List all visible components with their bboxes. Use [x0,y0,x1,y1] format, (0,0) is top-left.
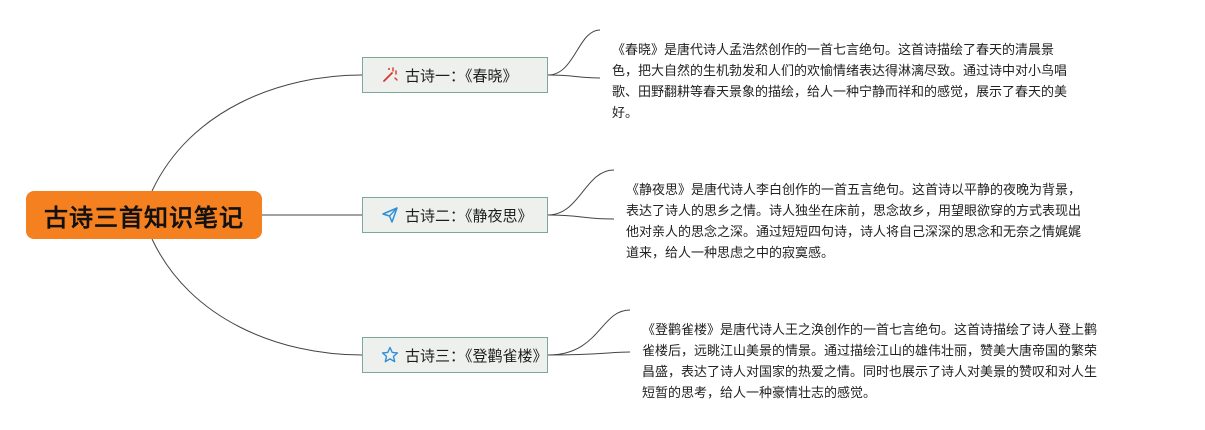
branch-label-2: 古诗二：《静夜思》 [405,206,533,225]
connector-central-branch-3 [151,238,363,356]
sparkle-wand-icon [381,66,399,84]
note-branch-1: 《春晓》是唐代诗人孟浩然创作的一首七言绝句。这首诗描绘了春天的清晨景 色，把大自… [612,43,1068,121]
branch-label-3: 古诗三：《登鹳雀楼》 [405,346,548,365]
connector-branch-3-note [547,309,631,356]
branch-node-2[interactable]: 古诗二：《静夜思》 [362,197,548,233]
branch-node-1[interactable]: 古诗一：《春晓》 [362,57,548,93]
connector-central-branch-1 [151,74,363,192]
note-branch-3: 《登鹳雀楼》是唐代诗人王之涣创作的一首七言绝句。这首诗描绘了诗人登上鹳 雀楼后，… [642,323,1098,401]
branch-label-1: 古诗一：《春晓》 [405,66,518,85]
paper-plane-icon [381,206,399,224]
star-icon [381,346,399,364]
connector-branch-1-note [547,29,601,79]
branch-node-3[interactable]: 古诗三：《登鹳雀楼》 [362,337,548,373]
note-branch-2: 《静夜思》是唐代诗人李白创作的一首五言绝句。这首诗以平静的夜晚为背景， 表达了诗… [626,183,1082,261]
connector-branch-2-note [547,169,615,220]
central-topic[interactable]: 古诗三首知识笔记 [26,191,262,239]
